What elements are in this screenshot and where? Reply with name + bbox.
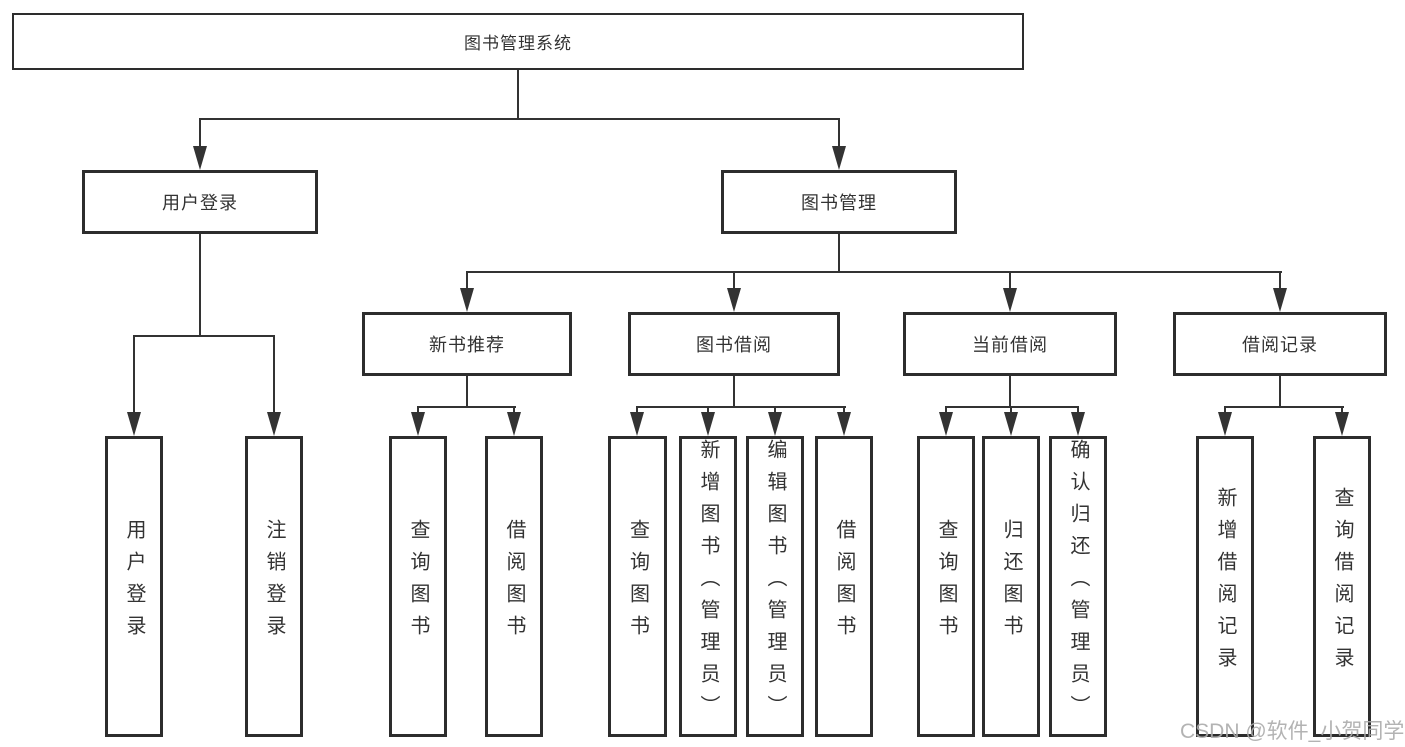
connector-line bbox=[199, 234, 201, 335]
node-label: 借阅图书 bbox=[503, 518, 525, 647]
connector-line bbox=[1224, 406, 1226, 414]
connector-line bbox=[417, 406, 516, 408]
connector-line bbox=[466, 271, 1282, 273]
node-current-borrow: 当前借阅 bbox=[903, 312, 1117, 376]
node-book-borrow: 图书借阅 bbox=[628, 312, 840, 376]
arrow-down-icon bbox=[837, 412, 851, 436]
connector-line bbox=[733, 271, 735, 288]
node-label: 用户登录 bbox=[162, 193, 238, 213]
arrow-down-icon bbox=[1218, 412, 1232, 436]
connector-line bbox=[1341, 406, 1343, 414]
connector-line bbox=[133, 335, 135, 412]
connector-line bbox=[517, 70, 519, 118]
arrow-down-icon bbox=[267, 412, 281, 436]
arrow-down-icon bbox=[507, 412, 521, 436]
connector-line bbox=[838, 234, 840, 271]
connector-line bbox=[636, 406, 846, 408]
connector-line bbox=[1010, 406, 1012, 414]
node-library-management-system: 图书管理系统 bbox=[12, 13, 1024, 70]
node-label: 图书借阅 bbox=[696, 335, 772, 355]
arrow-down-icon bbox=[630, 412, 644, 436]
connector-line bbox=[133, 335, 275, 337]
arrow-down-icon bbox=[193, 146, 207, 170]
connector-line bbox=[199, 118, 201, 148]
node-label: 新书推荐 bbox=[429, 335, 505, 355]
connector-line bbox=[636, 406, 638, 414]
connector-line bbox=[707, 406, 709, 414]
connector-line bbox=[466, 271, 468, 288]
connector-line bbox=[945, 406, 1079, 408]
node-borrow-records: 借阅记录 bbox=[1173, 312, 1387, 376]
node-label: 新增借阅记录 bbox=[1214, 486, 1236, 679]
arrow-down-icon bbox=[1071, 412, 1085, 436]
connector-line bbox=[466, 376, 468, 406]
arrow-down-icon bbox=[939, 412, 953, 436]
connector-line bbox=[843, 406, 845, 414]
leaf-logout: 注销登录 bbox=[245, 436, 303, 737]
connector-line bbox=[945, 406, 947, 414]
node-label: 查询图书 bbox=[626, 518, 649, 647]
arrow-down-icon bbox=[1004, 412, 1018, 436]
node-label: 确认归还（管理员） bbox=[1067, 438, 1089, 727]
leaf-borrow-query-books: 查询图书 bbox=[608, 436, 667, 737]
node-label: 新增图书（管理员） bbox=[697, 438, 719, 727]
arrow-down-icon bbox=[1273, 288, 1287, 312]
node-label: 借阅图书 bbox=[833, 518, 855, 647]
node-label: 查询图书 bbox=[407, 518, 429, 647]
node-label: 当前借阅 bbox=[972, 335, 1048, 355]
leaf-return-books: 归还图书 bbox=[982, 436, 1040, 737]
connector-line bbox=[838, 118, 840, 148]
node-label: 图书管理系统 bbox=[464, 34, 572, 53]
leaf-recommend-borrow-books: 借阅图书 bbox=[485, 436, 543, 737]
node-label: 查询图书 bbox=[935, 518, 957, 647]
node-book-management: 图书管理 bbox=[721, 170, 957, 234]
node-label: 图书管理 bbox=[801, 193, 877, 213]
node-label: 查询借阅记录 bbox=[1331, 486, 1353, 679]
leaf-edit-book-admin: 编辑图书（管理员） bbox=[746, 436, 804, 737]
node-label: 归还图书 bbox=[1000, 518, 1022, 647]
arrow-down-icon bbox=[460, 288, 474, 312]
node-label: 编辑图书（管理员） bbox=[764, 438, 786, 727]
arrow-down-icon bbox=[727, 288, 741, 312]
connector-line bbox=[1224, 406, 1344, 408]
arrow-down-icon bbox=[1335, 412, 1349, 436]
connector-line bbox=[1009, 376, 1011, 406]
node-label: 注销登录 bbox=[263, 518, 285, 647]
watermark-text: CSDN @软件_小贺同学 bbox=[1180, 720, 1405, 743]
arrow-down-icon bbox=[1003, 288, 1017, 312]
connector-line bbox=[417, 406, 419, 414]
leaf-add-borrow-record: 新增借阅记录 bbox=[1196, 436, 1254, 737]
leaf-borrow-books: 借阅图书 bbox=[815, 436, 873, 737]
connector-line bbox=[1279, 271, 1281, 288]
connector-line bbox=[774, 406, 776, 414]
node-label: 用户登录 bbox=[123, 518, 145, 647]
connector-line bbox=[273, 335, 275, 412]
leaf-recommend-query-books: 查询图书 bbox=[389, 436, 447, 737]
connector-line bbox=[513, 406, 515, 414]
leaf-add-book-admin: 新增图书（管理员） bbox=[679, 436, 737, 737]
node-new-book-recommend: 新书推荐 bbox=[362, 312, 572, 376]
arrow-down-icon bbox=[832, 146, 846, 170]
arrow-down-icon bbox=[411, 412, 425, 436]
connector-line bbox=[733, 376, 735, 406]
leaf-confirm-return-admin: 确认归还（管理员） bbox=[1049, 436, 1107, 737]
connector-line bbox=[1077, 406, 1079, 414]
connector-line bbox=[1279, 376, 1281, 406]
node-user-login: 用户登录 bbox=[82, 170, 318, 234]
leaf-query-borrow-record: 查询借阅记录 bbox=[1313, 436, 1371, 737]
arrow-down-icon bbox=[701, 412, 715, 436]
leaf-current-query-books: 查询图书 bbox=[917, 436, 975, 737]
connector-line bbox=[1009, 271, 1011, 288]
node-label: 借阅记录 bbox=[1242, 335, 1318, 355]
arrow-down-icon bbox=[127, 412, 141, 436]
leaf-user-login: 用户登录 bbox=[105, 436, 163, 737]
arrow-down-icon bbox=[768, 412, 782, 436]
connector-line bbox=[199, 118, 840, 120]
